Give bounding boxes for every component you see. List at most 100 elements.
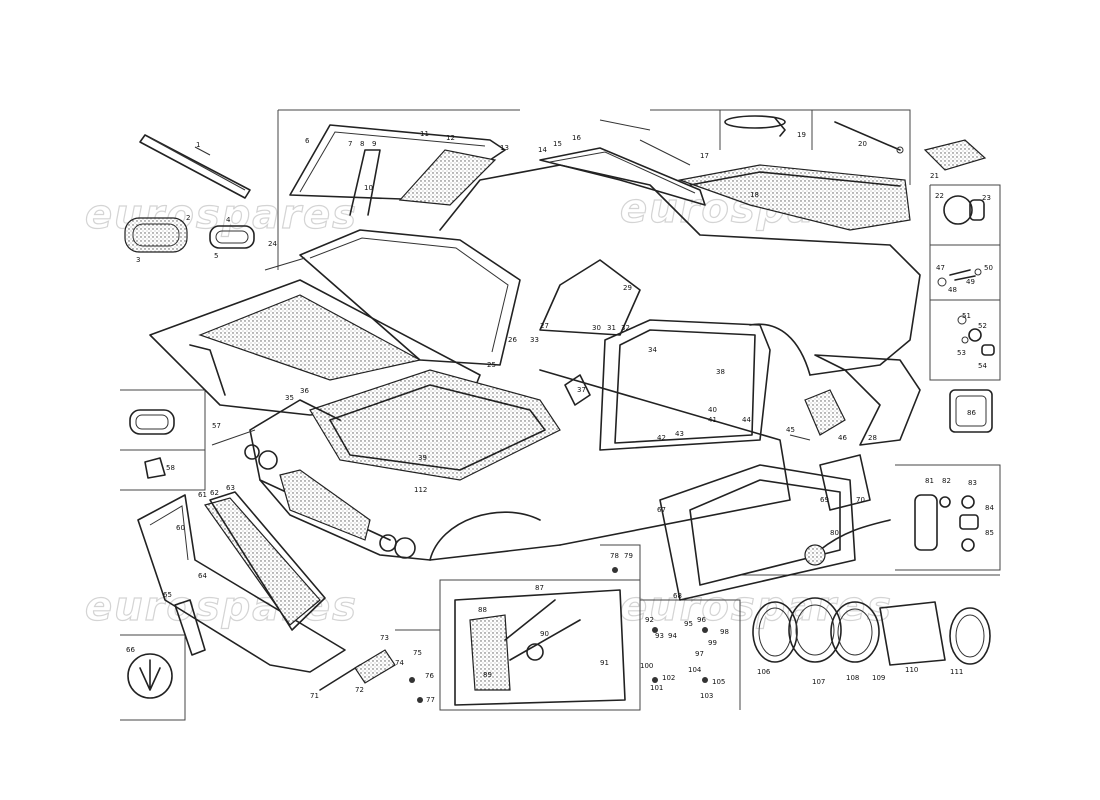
label-92: 92 (645, 616, 654, 624)
label-15: 15 (553, 140, 562, 148)
label-23: 23 (982, 194, 991, 202)
section-frames (120, 109, 1001, 721)
label-80: 80 (830, 529, 839, 537)
label-73: 73 (380, 634, 389, 642)
label-66: 66 (126, 646, 135, 654)
part-80-door-handle (804, 519, 891, 566)
label-77: 77 (426, 696, 435, 704)
label-96: 96 (697, 616, 706, 624)
label-87: 87 (535, 584, 544, 592)
part-86-repeater (949, 389, 993, 433)
label-19: 19 (797, 131, 806, 139)
part-47-50-hardware (937, 268, 982, 287)
label-33: 33 (530, 336, 539, 344)
label-91: 91 (600, 659, 609, 667)
frame-left-small (120, 389, 206, 491)
part-71-72-spring (319, 649, 396, 691)
label-57: 57 (212, 422, 221, 430)
small-screws (409, 567, 708, 703)
label-109: 109 (872, 674, 885, 682)
part-4-5-lamp-lens (209, 225, 255, 249)
label-10: 10 (364, 184, 373, 192)
label-46: 46 (838, 434, 847, 442)
frame-line-top-right (650, 109, 911, 185)
label-70: 70 (856, 496, 865, 504)
label-3: 3 (136, 256, 140, 264)
label-86: 86 (967, 409, 976, 417)
label-105: 105 (712, 678, 725, 686)
label-78: 78 (610, 552, 619, 560)
label-37: 37 (577, 386, 586, 394)
label-76: 76 (425, 672, 434, 680)
label-75: 75 (413, 649, 422, 657)
part-37-bracket (564, 374, 591, 406)
label-48: 48 (948, 286, 957, 294)
label-82: 82 (942, 477, 951, 485)
label-42: 42 (657, 434, 666, 442)
label-111: 111 (950, 668, 963, 676)
label-67: 67 (657, 506, 666, 514)
label-72: 72 (355, 686, 364, 694)
label-98: 98 (720, 628, 729, 636)
label-17: 17 (700, 152, 709, 160)
label-22: 22 (935, 192, 944, 200)
part-66-badge (127, 653, 173, 699)
label-32: 32 (621, 324, 630, 332)
label-34: 34 (648, 346, 657, 354)
label-90: 90 (540, 630, 549, 638)
label-101: 101 (650, 684, 663, 692)
label-29: 29 (623, 284, 632, 292)
part-81-85-switches (914, 494, 979, 552)
frame-right-bottom (895, 464, 1001, 571)
label-81: 81 (925, 477, 934, 485)
label-28: 28 (868, 434, 877, 442)
part-46-mount (804, 389, 846, 436)
part-61-64-grille (204, 491, 326, 631)
label-40: 40 (708, 406, 717, 414)
label-97: 97 (695, 650, 704, 658)
label-43: 43 (675, 430, 684, 438)
part-19-boot-lamp (724, 115, 786, 137)
label-102: 102 (662, 674, 675, 682)
label-52: 52 (978, 322, 987, 330)
part-28-rear-trim (814, 354, 921, 446)
leader-lines (194, 119, 811, 446)
label-71: 71 (310, 692, 319, 700)
label-74: 74 (395, 659, 404, 667)
frame-door-mech (439, 579, 641, 711)
label-16: 16 (572, 134, 581, 142)
label-27: 27 (540, 322, 549, 330)
label-5: 5 (214, 252, 218, 260)
part-65-bumper-insert (174, 599, 206, 656)
label-95: 95 (684, 620, 693, 628)
label-68: 68 (673, 592, 682, 600)
label-30: 30 (592, 324, 601, 332)
part-60-front-bumper (137, 494, 346, 673)
label-14: 14 (538, 146, 547, 154)
frame-small-parts (640, 599, 741, 710)
frame-78-79 (600, 544, 641, 580)
watermark-3: eurospares (85, 584, 358, 630)
part-6-13-window-frames (289, 124, 506, 216)
label-41: 41 (708, 416, 717, 424)
label-38: 38 (716, 368, 725, 376)
part-58-grommet (144, 457, 166, 479)
label-12: 12 (446, 134, 455, 142)
part-21-lock (923, 139, 987, 171)
label-39: 39 (418, 454, 427, 462)
label-2: 2 (186, 214, 190, 222)
label-84: 84 (985, 504, 994, 512)
label-65: 65 (163, 591, 172, 599)
part-67-68-door (659, 464, 856, 601)
label-35: 35 (285, 394, 294, 402)
label-36: 36 (300, 387, 309, 395)
label-24: 24 (268, 240, 277, 248)
part-51-54-hardware (957, 315, 995, 356)
label-11: 11 (420, 130, 429, 138)
part-22-23-lamp-unit (943, 195, 985, 225)
label-25: 25 (487, 361, 496, 369)
label-45: 45 (786, 426, 795, 434)
label-63: 63 (226, 484, 235, 492)
part-106-111-headlamp-rings (752, 597, 991, 666)
part-number-labels: 1 2 3 4 5 6 7 8 9 10 11 12 13 14 15 16 1… (126, 130, 994, 704)
